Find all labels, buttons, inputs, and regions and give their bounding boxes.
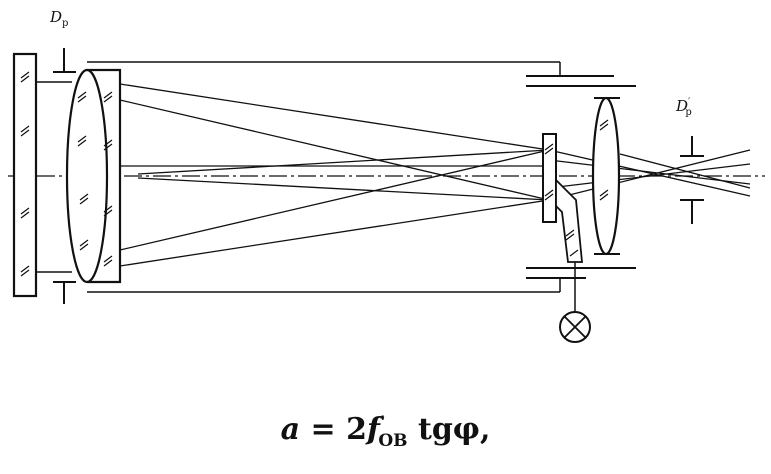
exit-pupil-label: D′p: [676, 97, 692, 118]
formula-prime: ′: [379, 413, 385, 433]
eyepiece-lens: [591, 96, 621, 256]
reticle-hatching: [544, 143, 554, 201]
prism-hatching: [565, 229, 579, 257]
lamp-cross: [563, 315, 587, 339]
entrance-pupil-stop: [53, 48, 76, 304]
exit-pupil-stop: [680, 136, 704, 224]
formula-var-f: f: [366, 412, 380, 447]
formula-tail: tgφ,: [407, 412, 491, 447]
entrance-pupil-label: Dp: [50, 8, 69, 29]
objective-lens: [65, 68, 109, 284]
plate-hatching: [20, 71, 30, 277]
lens-hatching: [77, 91, 113, 267]
protective-plate: [12, 52, 38, 298]
formula-sub: OB: [378, 431, 408, 451]
eyepiece-hatching: [599, 119, 609, 201]
light-rays: [119, 83, 751, 267]
formula: a = 2f′OB tgφ,: [0, 412, 771, 451]
illuminator-prism: [555, 177, 583, 263]
formula-var-a: a: [280, 412, 301, 447]
reticle-plate: [542, 133, 557, 223]
formula-equals: = 2: [300, 412, 367, 447]
